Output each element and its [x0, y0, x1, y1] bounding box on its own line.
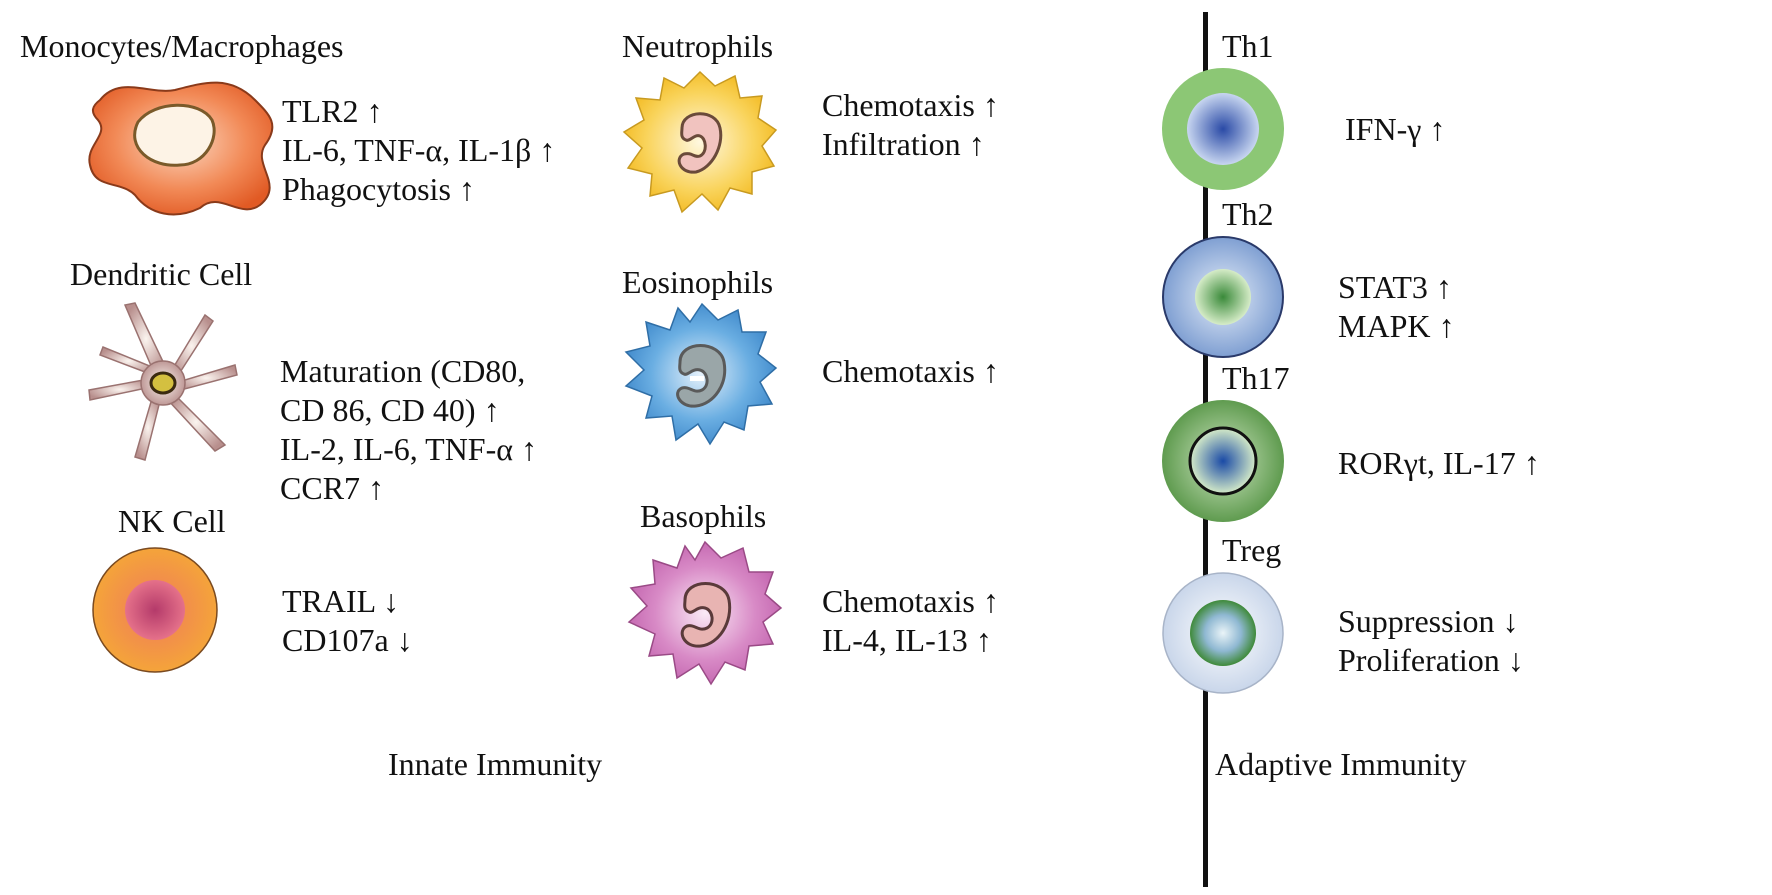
effect-line: Proliferation ↓: [1338, 642, 1524, 678]
neutrophils-effects: Chemotaxis ↑ Infiltration ↑: [822, 86, 999, 164]
th17-effects: RORγt, IL-17 ↑: [1338, 444, 1540, 483]
treg-effects: Suppression ↓ Proliferation ↓: [1338, 602, 1524, 680]
basophil-cell-icon: [627, 540, 783, 686]
effect-line: TRAIL ↓: [282, 583, 400, 619]
th2-cell-icon: [1162, 236, 1284, 358]
effect-line: IL-2, IL-6, TNF-α ↑: [280, 431, 538, 467]
effect-line: Chemotaxis ↑: [822, 353, 999, 389]
innate-immunity-label: Innate Immunity: [388, 746, 603, 782]
effect-line: Chemotaxis ↑: [822, 583, 999, 619]
effect-line: CCR7 ↑: [280, 470, 385, 506]
basophils-title: Basophils: [640, 498, 767, 534]
effect-line: STAT3 ↑: [1338, 269, 1452, 305]
eosinophil-cell-icon: [624, 302, 778, 446]
th17-title: Th17: [1222, 360, 1290, 396]
effect-line: IFN-γ ↑: [1345, 111, 1446, 147]
dendritic-effects: Maturation (CD80, CD 86, CD 40) ↑ IL-2, …: [280, 352, 537, 508]
monocytes-effects: TLR2 ↑ IL-6, TNF-α, IL-1β ↑ Phagocytosis…: [282, 92, 555, 209]
macrophage-cell-icon: [88, 81, 274, 216]
effect-line: MAPK ↑: [1338, 308, 1455, 344]
adaptive-immunity-label: Adaptive Immunity: [1215, 746, 1467, 782]
nk-title: NK Cell: [118, 503, 226, 539]
eosinophils-title: Eosinophils: [622, 264, 774, 300]
effect-line: IL-6, TNF-α, IL-1β ↑: [282, 132, 556, 168]
treg-title: Treg: [1222, 532, 1282, 568]
effect-line: Infiltration ↑: [822, 126, 985, 162]
th17-cell-icon: [1162, 400, 1284, 522]
dendritic-cell-icon: [88, 302, 238, 461]
neutrophil-cell-icon: [622, 70, 778, 214]
eosinophils-effects: Chemotaxis ↑: [822, 352, 999, 391]
neutrophils-title: Neutrophils: [622, 28, 774, 64]
effect-line: Chemotaxis ↑: [822, 87, 999, 123]
th1-cell-icon: [1162, 68, 1284, 190]
basophils-effects: Chemotaxis ↑ IL-4, IL-13 ↑: [822, 582, 999, 660]
effect-line: Suppression ↓: [1338, 603, 1519, 639]
nk-cell-icon: [92, 547, 218, 673]
effect-line: Phagocytosis ↑: [282, 171, 475, 207]
effect-line: IL-4, IL-13 ↑: [822, 622, 992, 658]
effect-line: TLR2 ↑: [282, 93, 383, 129]
nk-effects: TRAIL ↓ CD107a ↓: [282, 582, 413, 660]
th1-title: Th1: [1222, 28, 1274, 64]
effect-line: RORγt, IL-17 ↑: [1338, 445, 1540, 481]
th1-effects: IFN-γ ↑: [1345, 110, 1445, 149]
effect-line: CD107a ↓: [282, 622, 413, 658]
dendritic-title: Dendritic Cell: [70, 256, 253, 292]
effect-line: CD 86, CD 40) ↑: [280, 392, 500, 428]
treg-cell-icon: [1162, 572, 1284, 694]
effect-line: Maturation (CD80,: [280, 353, 526, 389]
monocytes-title: Monocytes/Macrophages: [20, 28, 344, 64]
th2-effects: STAT3 ↑ MAPK ↑: [1338, 268, 1454, 346]
th2-title: Th2: [1222, 196, 1274, 232]
